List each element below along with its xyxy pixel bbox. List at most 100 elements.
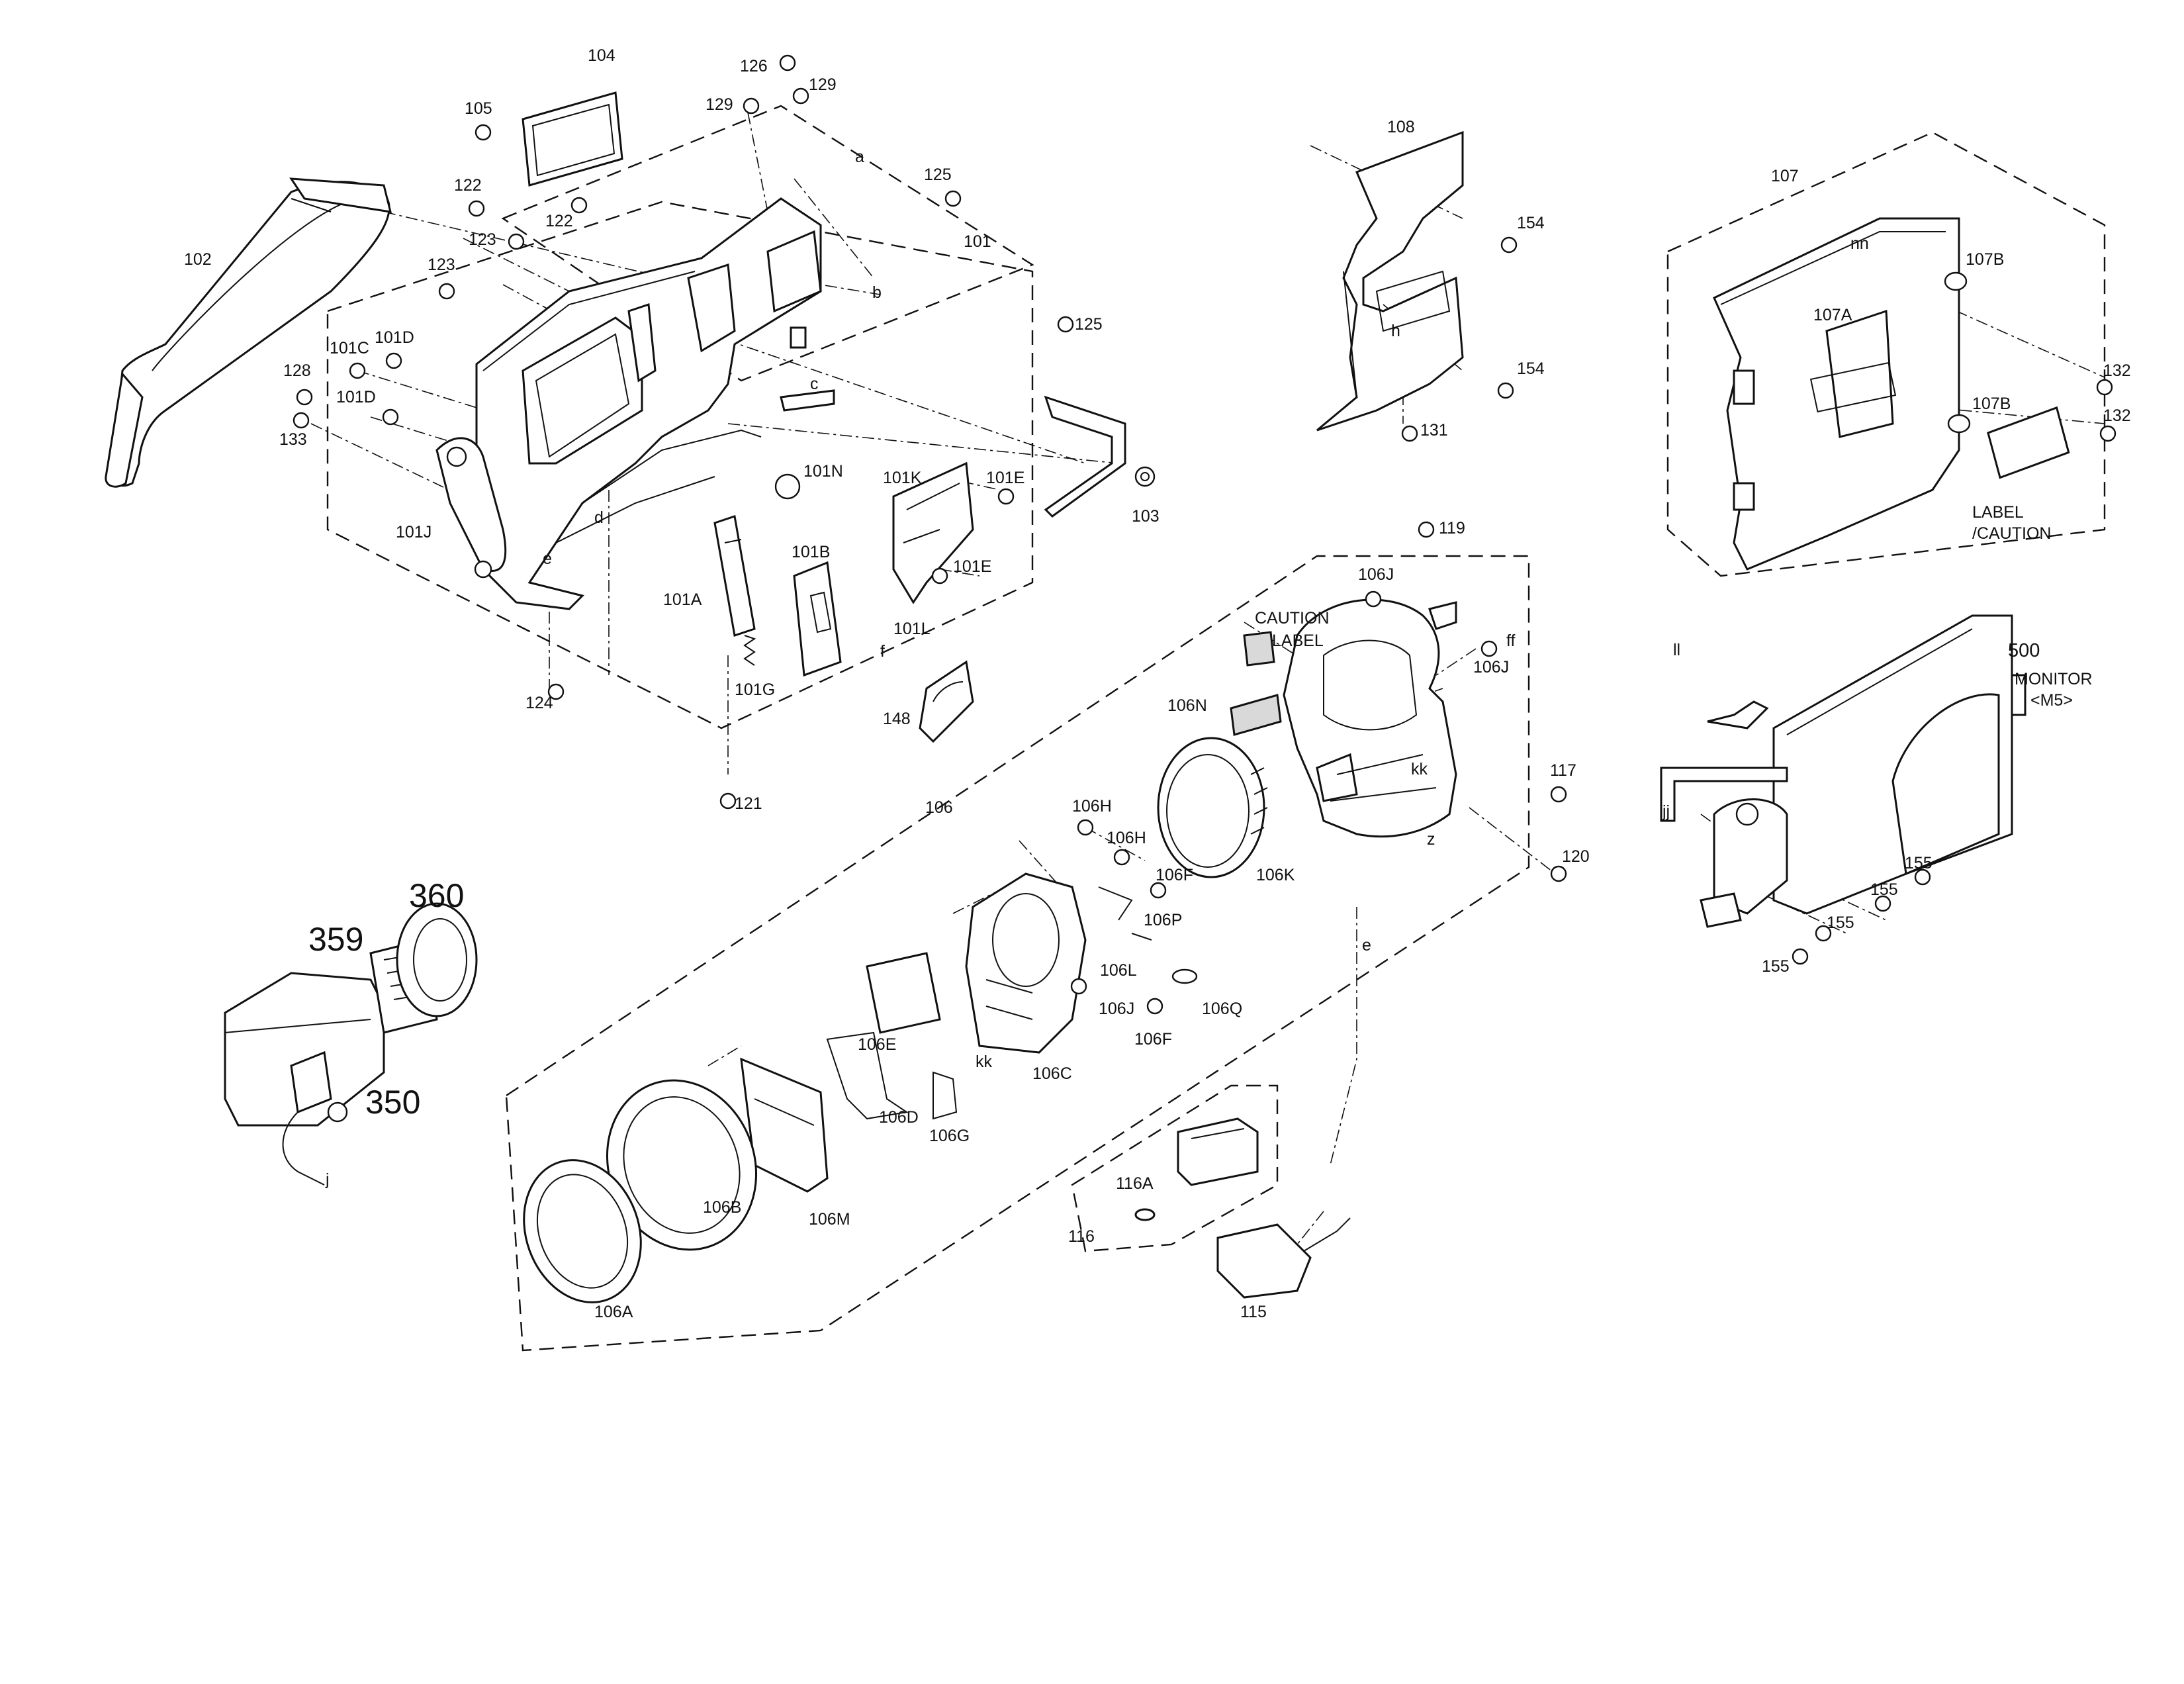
callout-121: 121: [735, 794, 762, 813]
screw-101E1: [997, 488, 1015, 505]
screw-129a: [743, 97, 760, 115]
part-106E-plate: [866, 952, 941, 1034]
callout-caution-label-2: LABEL: [1272, 632, 1324, 650]
screw-132b: [2099, 425, 2116, 442]
part-107B-caps: [1944, 271, 1971, 434]
callout-129a: 129: [705, 95, 733, 114]
part-101G-spring: [743, 635, 756, 666]
part-106K-lens-ring: [1157, 737, 1268, 878]
screw-106H2: [1113, 849, 1130, 866]
callout-148: 148: [883, 710, 911, 728]
outline-107-group: [1666, 131, 2106, 577]
screws-107-group: [2096, 379, 2116, 442]
assembly-outlines: [326, 105, 2106, 1352]
screw-106J3: [1070, 978, 1087, 995]
callout-155a: 155: [1905, 854, 1933, 872]
callout-caution: /CAUTION: [1972, 524, 2051, 543]
callout-101B: 101B: [792, 543, 830, 561]
callout-122b: 122: [545, 212, 573, 230]
part-106A-front-ring: [523, 1159, 642, 1303]
part-104-plate: [522, 91, 623, 187]
part-label-caution-sticker: [1987, 406, 2070, 479]
callout-103: 103: [1132, 507, 1160, 526]
callout-101A: 101A: [663, 590, 702, 609]
outline-116-group: [1071, 1084, 1279, 1252]
callout-360: 360: [409, 877, 464, 914]
callout-106F2: 106F: [1134, 1030, 1172, 1049]
callout-106D: 106D: [879, 1108, 919, 1127]
part-360-eyecup: [396, 902, 478, 1017]
callout-500: 500: [2008, 640, 2040, 661]
part-106D-bracket: [826, 1031, 909, 1120]
screw-154b: [1497, 382, 1514, 399]
callout-359: 359: [308, 921, 363, 958]
callout-ref-c: c: [810, 375, 819, 393]
screw-106J1: [1365, 590, 1382, 608]
outline-106-group: [505, 555, 1530, 1352]
callout-ref-z: z: [1427, 830, 1435, 849]
callout-101C: 101C: [330, 339, 369, 357]
screw-155d: [1792, 948, 1809, 965]
callout-106H1: 106H: [1072, 797, 1112, 816]
callout-106G: 106G: [929, 1127, 970, 1145]
screws-101-group: [293, 54, 1074, 810]
part-106-front-housing: [1283, 598, 1457, 838]
callout-128: 128: [283, 361, 311, 380]
callout-106: 106: [925, 798, 953, 817]
callout-154b: 154: [1517, 359, 1545, 378]
screw-120: [1550, 865, 1567, 882]
callout-106J1: 106J: [1358, 565, 1394, 584]
callout-106J3: 106J: [1099, 1000, 1134, 1018]
screws-106-group: [1070, 521, 1567, 1015]
part-caution-label-sticker: [1243, 631, 1275, 667]
callout-104: 104: [588, 46, 615, 65]
part-115-light-unit: [1216, 1217, 1351, 1299]
screw-129b: [792, 87, 809, 105]
callout-106M: 106M: [809, 1210, 850, 1229]
outline-101-top: [501, 105, 1034, 382]
callout-monitor-model: <M5>: [2030, 691, 2073, 710]
callout-106A: 106A: [594, 1303, 633, 1321]
screw-128: [296, 389, 313, 406]
callout-106K: 106K: [1256, 866, 1295, 884]
callout-labels: 104 105 126 129 129 a 125 101 b 125 122 …: [184, 46, 2131, 1321]
callout-ref-e2: e: [1362, 936, 1371, 955]
callout-124: 124: [525, 694, 553, 712]
callout-132a: 132: [2103, 361, 2131, 380]
screw-106H1: [1077, 819, 1094, 836]
part-500-monitor: [1660, 614, 2026, 928]
callout-106P: 106P: [1144, 911, 1182, 929]
screw-131: [1401, 425, 1418, 442]
callout-106B: 106B: [703, 1198, 741, 1217]
callout-155b: 155: [1870, 880, 1898, 899]
part-102-hand-strap: [105, 177, 392, 488]
callout-ref-kk1: kk: [1411, 760, 1428, 778]
callout-105: 105: [465, 99, 492, 118]
callout-107B1: 107B: [1966, 250, 2004, 269]
outline-101-main: [326, 201, 1034, 729]
callout-ref-a: a: [855, 148, 864, 166]
callout-102: 102: [184, 250, 212, 269]
callout-120: 120: [1562, 847, 1590, 866]
screw-122b: [570, 197, 588, 214]
screw-133: [293, 412, 310, 429]
callout-133: 133: [279, 430, 307, 449]
screw-101D2: [382, 408, 399, 426]
callout-ref-h: h: [1391, 322, 1400, 340]
part-108-side-cover: [1316, 130, 1464, 432]
callout-350: 350: [365, 1084, 420, 1121]
callout-ref-ff: ff: [1506, 632, 1515, 650]
screw-101C: [349, 362, 366, 379]
callout-101L: 101L: [893, 620, 931, 638]
callout-101G: 101G: [735, 680, 775, 699]
screws-108-group: [1401, 236, 1518, 442]
callout-117: 117: [1550, 761, 1576, 780]
part-350-viewfinder: [224, 972, 385, 1186]
callout-106F1: 106F: [1156, 866, 1193, 884]
callout-107B2: 107B: [1972, 395, 2011, 413]
callout-106N: 106N: [1167, 696, 1207, 715]
callout-106C: 106C: [1032, 1064, 1072, 1083]
part-101A-slider: [713, 515, 756, 637]
